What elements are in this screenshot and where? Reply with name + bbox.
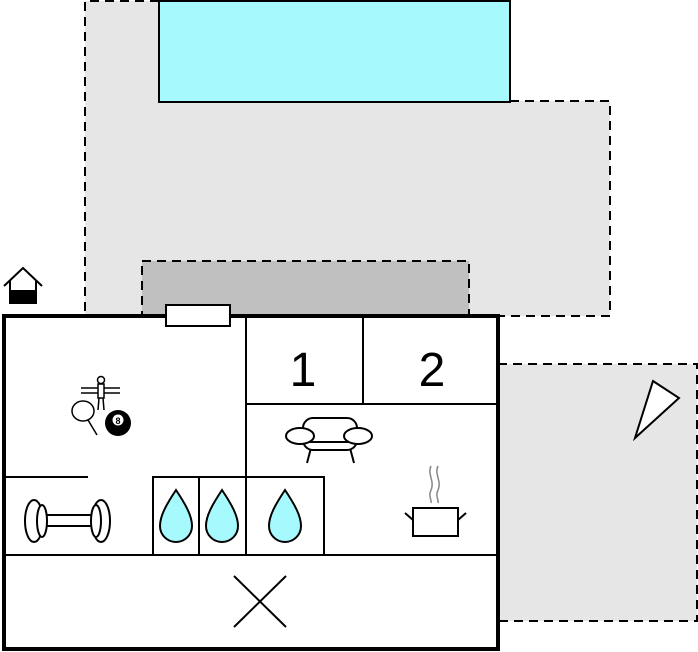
billiard-ball-number: 8 [115, 416, 120, 426]
bedroom-1-label: 1 [290, 344, 317, 397]
bathroom-water-drop-icon [267, 488, 303, 543]
bathroom-water-drop-icon [158, 488, 194, 543]
bedroom-2-label: 2 [419, 344, 446, 397]
upper-terrace-border [84, 0, 611, 317]
dumbbell-icon [24, 499, 111, 543]
side-terrace-border [498, 363, 698, 622]
interior-walls [5, 318, 497, 556]
window [165, 304, 231, 327]
view-cone-icon [632, 379, 681, 442]
swimming-pool [158, 0, 511, 103]
bathroom-water-drop-icon [204, 488, 240, 543]
entrance-house-icon [3, 266, 43, 304]
upper-terrace [85, 1, 610, 316]
billiard-ball-icon: 8 [105, 410, 131, 436]
table-football-icon [81, 375, 120, 411]
table-tennis-icon [71, 400, 98, 436]
storage-x-icon [233, 575, 287, 628]
sofa-icon [285, 417, 373, 464]
cooking-pot-icon [404, 465, 467, 537]
